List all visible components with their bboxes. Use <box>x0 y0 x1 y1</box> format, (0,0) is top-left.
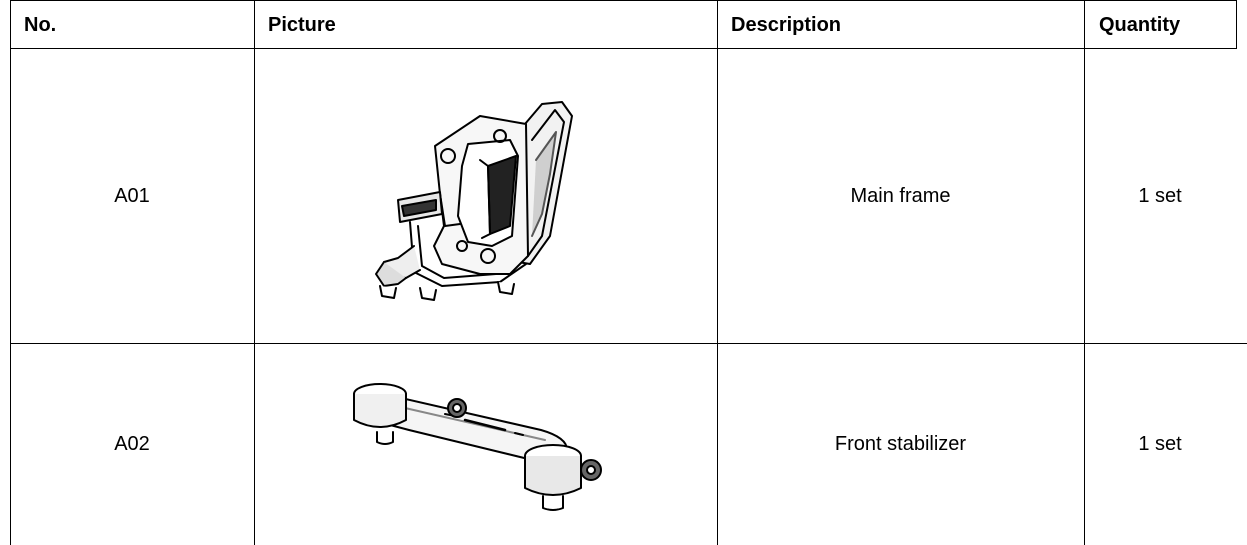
row-a01-description: Main frame <box>850 184 951 207</box>
header-picture: Picture <box>268 13 336 36</box>
grid-line <box>10 0 1237 1</box>
grid-line <box>10 343 1247 344</box>
grid-line <box>1084 0 1085 545</box>
front-stabilizer-drawing-icon <box>345 378 615 518</box>
header-quantity: Quantity <box>1099 13 1181 36</box>
row-a01-quantity: 1 set <box>1138 184 1182 207</box>
header-description: Description <box>731 13 842 36</box>
grid-line <box>10 0 11 545</box>
main-frame-drawing-icon <box>350 96 620 314</box>
row-a01-no: A01 <box>114 184 150 207</box>
row-a02-no: A02 <box>114 433 150 455</box>
grid-line <box>10 48 1237 49</box>
row-a02-quantity: 1 set <box>1138 433 1182 455</box>
grid-line <box>717 0 718 545</box>
row-a02-description: Front stabilizer <box>834 433 967 455</box>
grid-line <box>254 0 255 545</box>
header-no: No. <box>24 13 57 36</box>
grid-line <box>1236 0 1237 49</box>
